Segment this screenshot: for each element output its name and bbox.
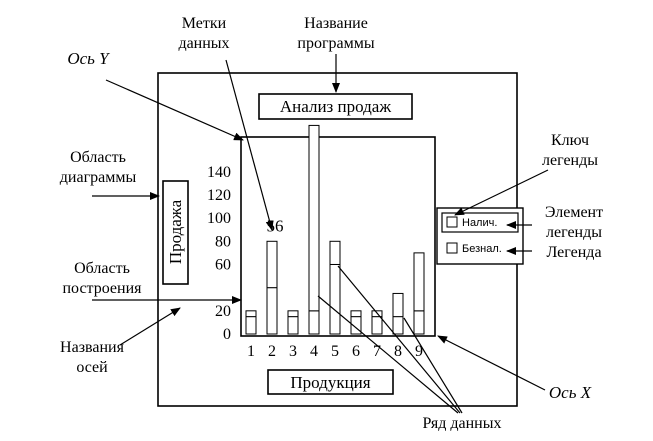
annotation-axis-titles-1: Названия	[60, 339, 125, 356]
legend-key-2	[446, 242, 458, 254]
x-tick-label: 9	[415, 343, 423, 360]
y-tick-labels: 0 20 60 80 100 120 140	[207, 164, 231, 343]
bar-8-series-1	[392, 316, 404, 335]
arrow-axis-x	[437, 335, 546, 391]
y-tick-label: 120	[207, 187, 231, 204]
bar-2-series-1	[266, 287, 278, 335]
y-tick-label: 80	[215, 233, 231, 250]
arrow-axis-titles	[119, 307, 181, 346]
annotation-program-name-2: программы	[297, 35, 374, 52]
y-tick-label: 100	[207, 210, 231, 227]
annotation-data-labels-1: Метки	[182, 15, 227, 32]
chart-title-box	[258, 93, 413, 120]
annotation-legend-item-2: легенды	[546, 224, 602, 241]
bar-5-series-2	[329, 240, 341, 265]
bar-1-series-1	[245, 316, 257, 335]
legend-label-2: Безнал.	[462, 243, 502, 255]
y-tick-label: 60	[215, 256, 231, 273]
x-axis-title: Продукция	[290, 373, 370, 392]
annotation-axis-y: Ось Y	[67, 49, 110, 68]
bar-6-series-2	[350, 310, 362, 318]
arrow-legend-key	[454, 169, 549, 216]
annotation-legend-key-1: Ключ	[551, 132, 589, 149]
bar-5-series-1	[329, 263, 341, 335]
bar-7-series-1	[371, 316, 383, 335]
legend-item-box-1	[441, 212, 519, 233]
y-tick-label: 140	[207, 164, 231, 181]
annotation-plot-area-2: построения	[62, 280, 142, 297]
y-tick-label: 20	[215, 303, 231, 320]
legend-key-1	[446, 216, 458, 228]
x-tick-label: 5	[331, 343, 339, 360]
y-tick-label: 0	[223, 326, 231, 343]
y-axis-title: Продажа	[166, 199, 185, 264]
annotation-legend-item-1: Элемент	[545, 204, 603, 221]
arrow-axis-y	[105, 79, 244, 141]
bar-4-series-2	[308, 124, 320, 312]
annotation-legend-key-2: легенды	[542, 152, 598, 169]
bar-9-series-2	[413, 252, 425, 312]
bar-3-series-1	[287, 316, 299, 335]
x-tick-label: 2	[268, 343, 276, 360]
arrow-data-series-1	[317, 295, 459, 414]
arrow-data-labels	[225, 59, 274, 231]
bar-9-series-1	[413, 310, 425, 335]
arrow-data-series-3	[403, 317, 463, 414]
annotation-plot-area-1: Область	[74, 260, 130, 277]
x-tick-label: 8	[394, 343, 402, 360]
annotation-program-name-1: Название	[304, 15, 368, 32]
x-tick-label: 6	[352, 343, 360, 360]
x-axis-title-box	[267, 369, 394, 395]
x-tick-label: 3	[289, 343, 297, 360]
bar-1-series-2	[245, 310, 257, 318]
chart-title: Анализ продаж	[280, 97, 391, 116]
bar-2-series-2	[266, 240, 278, 289]
bar-4-series-1	[308, 310, 320, 335]
legend-label-1: Налич.	[462, 217, 497, 229]
bar-8-series-2	[392, 292, 404, 318]
annotation-legend: Легенда	[546, 244, 601, 261]
x-tick-label: 4	[310, 343, 318, 360]
annotation-axis-titles-2: осей	[76, 359, 108, 376]
y-axis-title-box	[162, 180, 189, 285]
x-tick-label: 7	[373, 343, 381, 360]
annotation-chart-area-2: диаграммы	[60, 169, 137, 186]
annotation-axis-x: Ось X	[549, 383, 592, 402]
bar-3-series-2	[287, 310, 299, 318]
x-tick-label: 1	[247, 343, 255, 360]
annotation-chart-area-1: Область	[70, 149, 126, 166]
annotation-data-series: Ряд данных	[423, 415, 502, 432]
annotation-data-labels-2: данных	[178, 35, 229, 52]
arrow-data-series-2	[337, 265, 461, 414]
plot-area-frame	[240, 136, 436, 337]
bars-group	[245, 124, 425, 335]
pointer-arrows	[92, 54, 549, 414]
